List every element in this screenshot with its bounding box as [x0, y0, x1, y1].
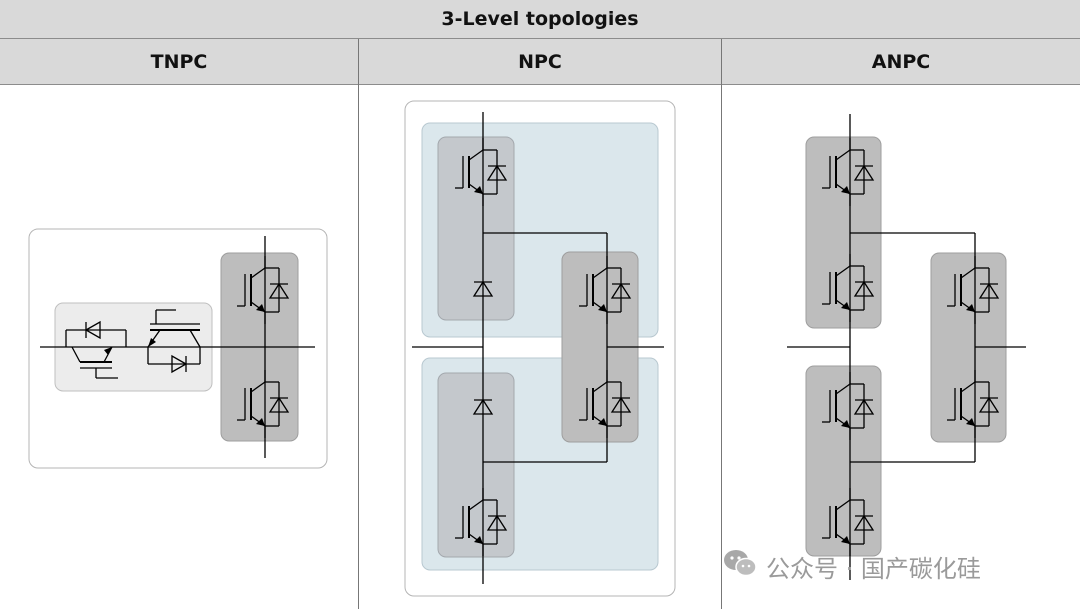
anpc-lower-module — [805, 365, 882, 557]
column-header-npc: NPC — [359, 39, 721, 85]
column-header-anpc: ANPC — [722, 39, 1080, 85]
table-title: 3-Level topologies — [0, 0, 1080, 39]
column-divider — [358, 39, 359, 609]
anpc-diagram — [787, 114, 1026, 580]
column-header-tnpc: TNPC — [0, 39, 358, 85]
column-divider — [721, 39, 722, 609]
watermark: 公众号 · 国产碳化硅 — [722, 548, 981, 584]
watermark-text: 公众号 · 国产碳化硅 — [766, 554, 981, 583]
npc-diagram — [404, 100, 676, 597]
wechat-icon — [722, 548, 758, 584]
tnpc-diagram — [28, 228, 328, 469]
